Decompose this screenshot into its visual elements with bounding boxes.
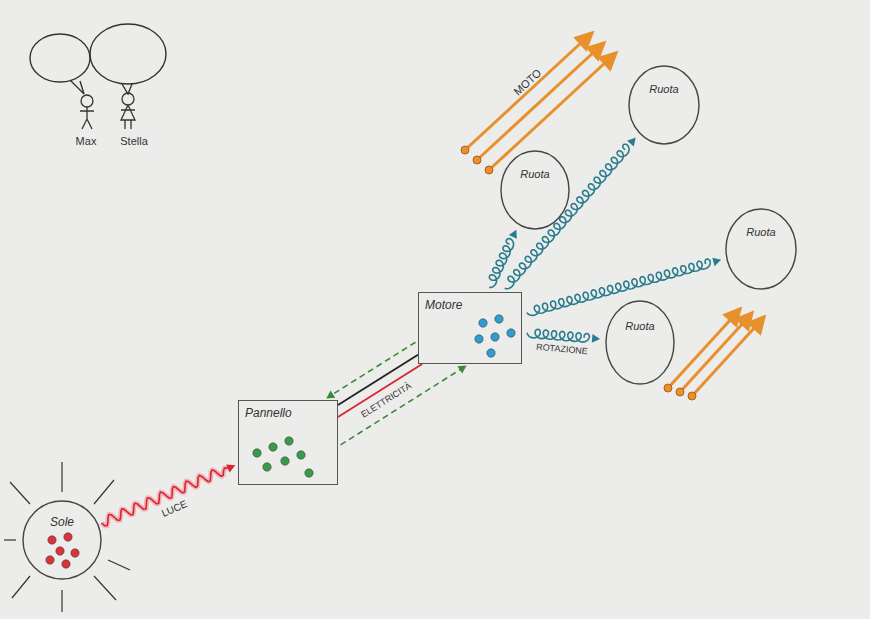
rotation-coil (527, 258, 721, 316)
rotation-coil (505, 138, 636, 289)
wheel-circle: Ruota (605, 300, 675, 385)
light-wave (102, 464, 236, 525)
node-label: Ruota (520, 168, 549, 180)
person-name: Max (74, 135, 99, 147)
motion-arrows (461, 33, 616, 174)
node-label: Pannello (245, 406, 292, 420)
node-label: Motore (425, 298, 462, 312)
circle-outline (22, 500, 102, 580)
node-label: Ruota (625, 320, 654, 332)
circle-outline (500, 150, 570, 230)
edge-label: LUCE (158, 498, 191, 520)
node-label: Ruota (649, 83, 678, 95)
rotation-coil (527, 329, 600, 343)
motion-arrows (664, 309, 764, 400)
node-label: Ruota (746, 226, 775, 238)
wheel-circle: Ruota (500, 150, 570, 230)
rotation-coil (489, 230, 517, 288)
wire (338, 355, 418, 405)
circle-outline (628, 65, 700, 145)
person-name: Stella (118, 135, 150, 147)
circle-outline (725, 208, 797, 290)
circle-outline (605, 300, 675, 385)
person-figure (80, 95, 94, 129)
person-figure (121, 93, 135, 129)
edge-label: ROTAZIONE (534, 343, 590, 358)
sun-rays (4, 462, 130, 612)
motor-box: Motore (418, 292, 522, 364)
wheel-circle: Ruota (628, 65, 700, 145)
node-label: Sole (50, 515, 74, 529)
wheel-circle: Ruota (725, 208, 797, 290)
speech-bubbles (30, 24, 166, 94)
sun-circle: Sole (22, 500, 102, 580)
current-loop (326, 342, 466, 445)
panel-box: Pannello (238, 400, 338, 485)
